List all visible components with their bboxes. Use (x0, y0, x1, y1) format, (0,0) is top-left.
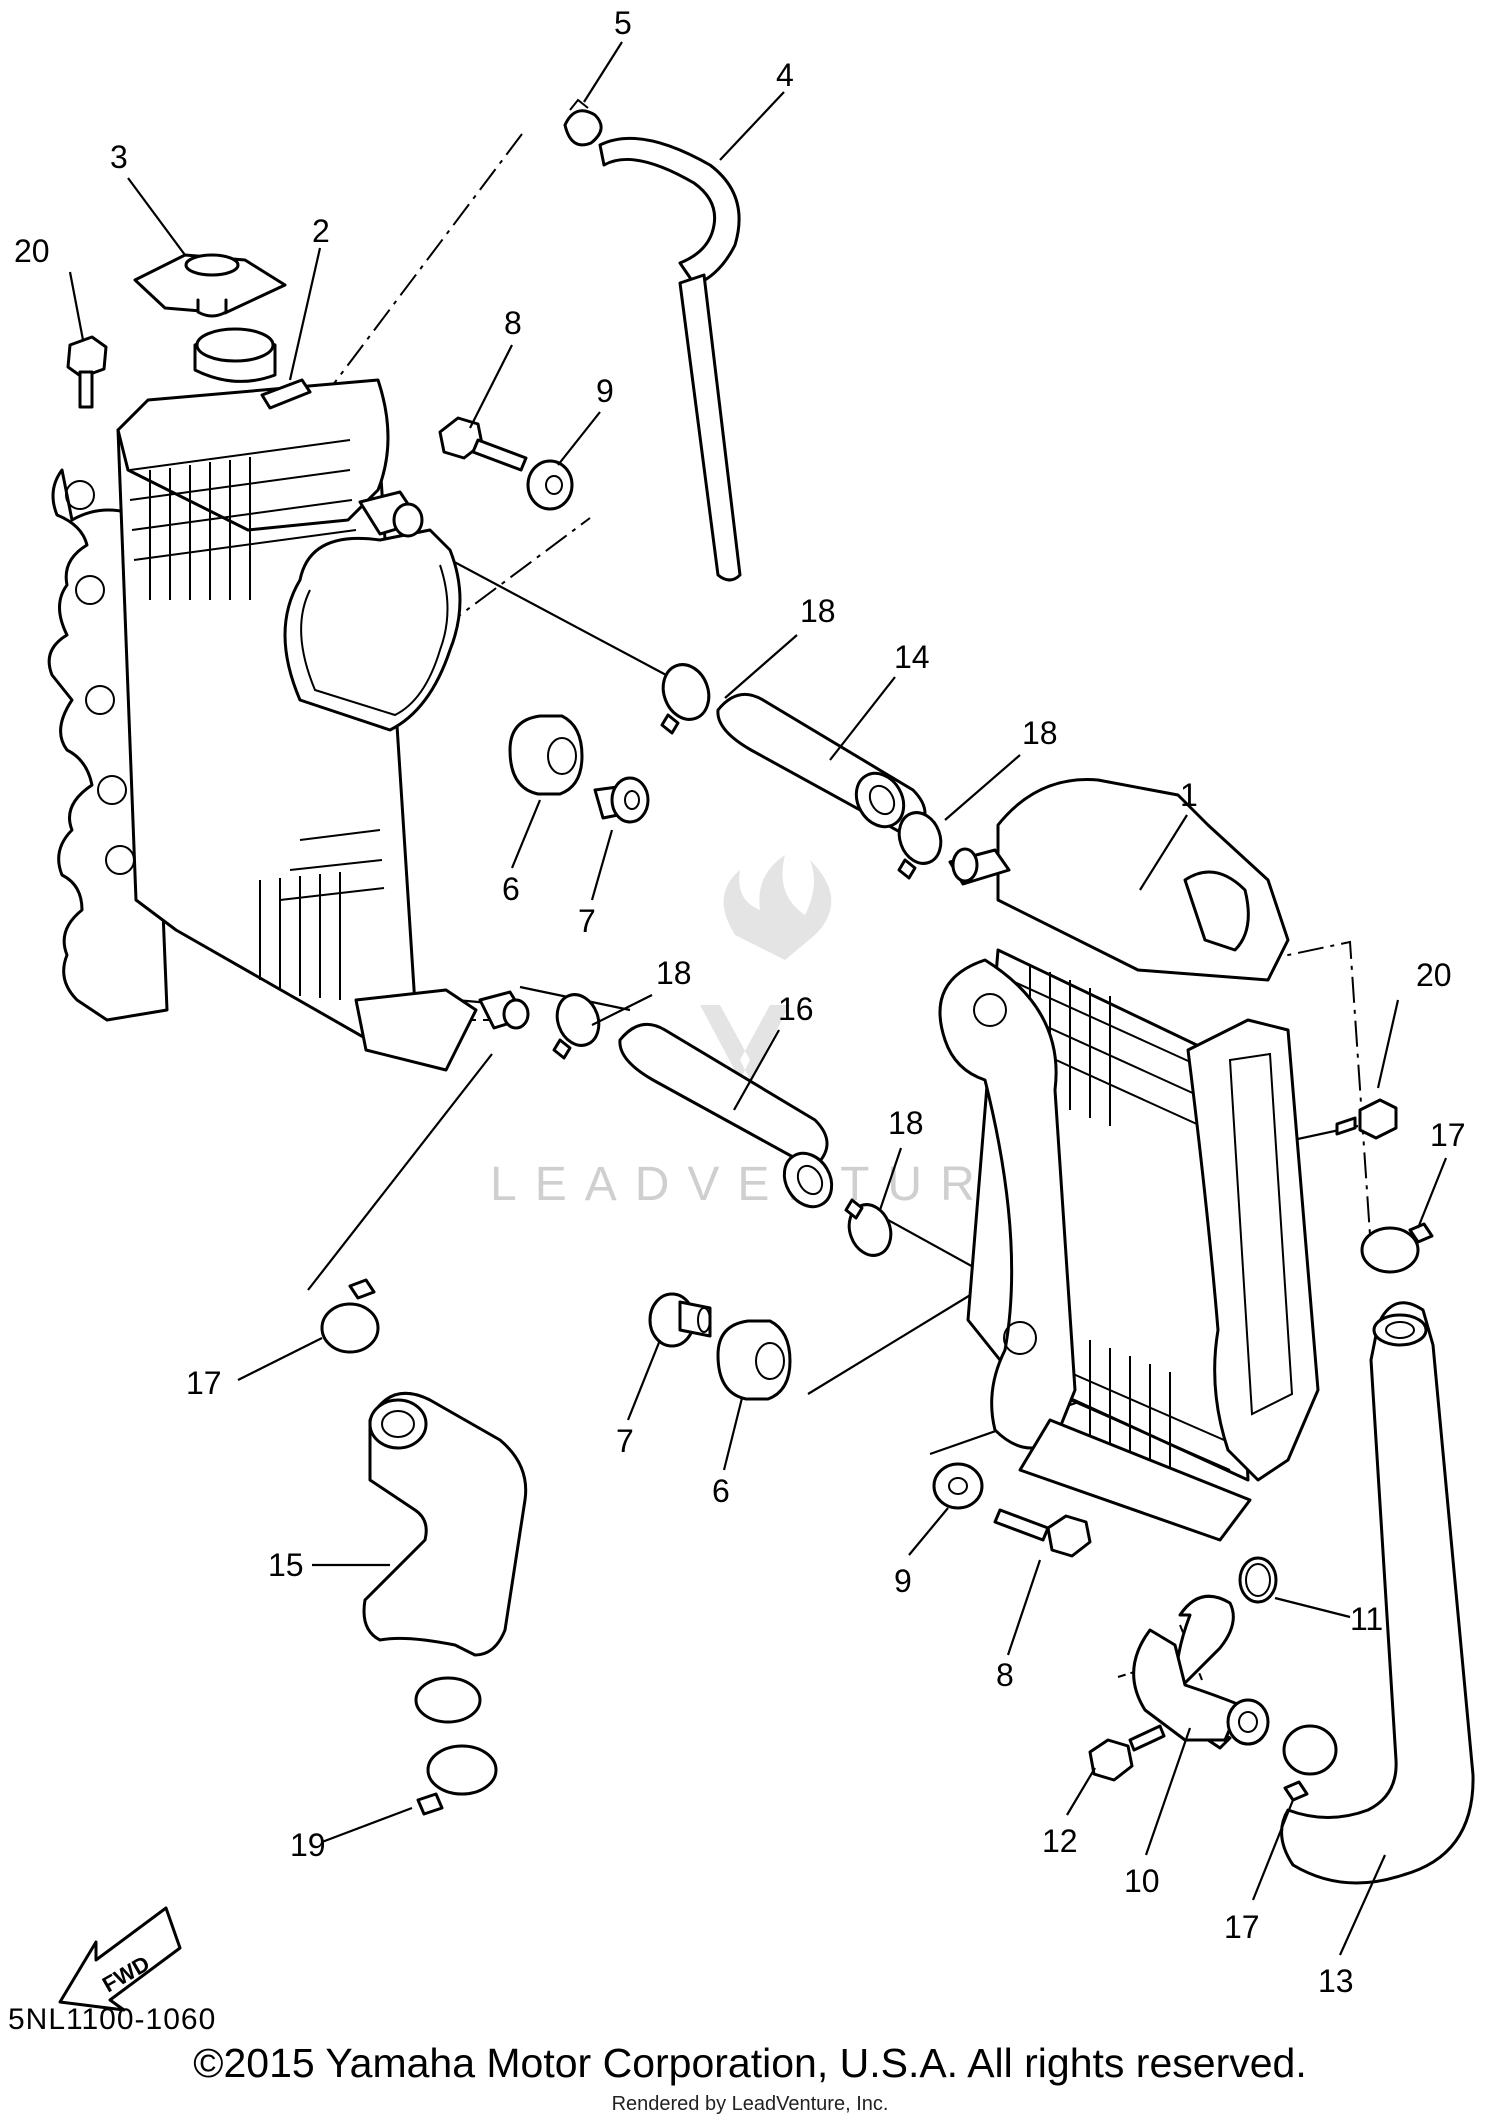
callout-19: 19 (290, 1827, 326, 1863)
callout-20: 20 (1416, 957, 1452, 993)
callout-1: 1 (1180, 777, 1198, 813)
bolt-12 (1088, 1724, 1166, 1782)
clip-5 (563, 98, 603, 147)
bolt-20-right (1335, 1098, 1398, 1140)
lower-hose-16 (618, 1022, 834, 1209)
radiator-cap (133, 253, 287, 318)
outlet-elbow-10 (1132, 1594, 1270, 1750)
upper-hose-14 (716, 692, 927, 840)
left-radiator (47, 327, 530, 1072)
hose-clamp-17-upper-right (1360, 1222, 1434, 1274)
callout-13: 13 (1318, 1963, 1354, 1999)
watermark: LEADVENTURE (490, 855, 1043, 1211)
watermark-text: LEADVENTURE (490, 1158, 1043, 1211)
callout-5: 5 (614, 5, 632, 41)
callout-12: 12 (1042, 1823, 1078, 1859)
callout-17: 17 (1430, 1117, 1466, 1153)
callout-9: 9 (596, 373, 614, 409)
hose-clamp-18-a (660, 663, 711, 735)
diagram-code: 5NL1100-1060 (8, 2003, 217, 2036)
copyright-notice: ©2015 Yamaha Motor Corporation, U.S.A. A… (193, 2040, 1307, 2086)
hose-15 (362, 1391, 528, 1724)
callout-20: 20 (14, 233, 50, 269)
callout-4: 4 (776, 57, 794, 93)
hose-clamp-18-d (844, 1198, 893, 1257)
callout-17: 17 (186, 1365, 222, 1401)
collar-7-lower (648, 1292, 712, 1348)
hose-clamp-18-c (552, 993, 601, 1060)
callout-6: 6 (712, 1473, 730, 1509)
hose-clamp-18-b (897, 811, 943, 880)
callout-8: 8 (504, 305, 522, 341)
rendered-by-notice: Rendered by LeadVenture, Inc. (611, 2093, 889, 2115)
hose-clamp-17-lower-right (1282, 1724, 1338, 1802)
callout-6: 6 (502, 871, 520, 907)
callout-2: 2 (312, 213, 330, 249)
callout-14: 14 (894, 639, 930, 675)
fwd-arrow-icon: FWD (58, 1906, 182, 2012)
grommet-6-lower (716, 1319, 792, 1401)
callout-9: 9 (894, 1563, 912, 1599)
callout-3: 3 (110, 139, 128, 175)
callout-17: 17 (1224, 1909, 1260, 1945)
callout-15: 15 (268, 1547, 304, 1583)
callout-18: 18 (888, 1105, 924, 1141)
right-radiator (938, 778, 1320, 1542)
callout-18: 18 (656, 955, 692, 991)
callout-16: 16 (778, 991, 814, 1027)
grommet-6-upper (508, 714, 584, 796)
callout-18: 18 (800, 593, 836, 629)
callout-18: 18 (1022, 715, 1058, 751)
hose-clamp-17-left (320, 1278, 380, 1354)
washer-9-upper (526, 459, 574, 511)
callout-11: 11 (1350, 1601, 1383, 1637)
hose-13 (1280, 1301, 1475, 1885)
bolt-8-lower (993, 1508, 1092, 1558)
washer-9-lower (932, 1462, 984, 1510)
bolt-20-left (66, 335, 108, 409)
left-radiator-upper-spigot (358, 490, 424, 538)
o-ring-11 (1238, 1556, 1278, 1604)
callouts: 5 4 3 2 20 8 9 18 14 18 1 6 7 18 16 20 1… (14, 5, 1466, 1999)
overflow-hose-4 (598, 136, 742, 582)
right-radiator-left-plate (938, 958, 1077, 1450)
callout-8: 8 (996, 1657, 1014, 1693)
callout-7: 7 (616, 1423, 634, 1459)
left-radiator-lower-spigot (478, 990, 530, 1030)
bolt-8-upper (438, 416, 528, 472)
right-radiator-right-plate (1186, 1018, 1320, 1482)
callout-7: 7 (578, 903, 596, 939)
callout-10: 10 (1124, 1863, 1160, 1899)
right-radiator-tank (996, 778, 1290, 982)
collar-7-upper (593, 776, 650, 824)
leadventure-logo-mark (700, 855, 832, 1080)
hose-clamp-19 (416, 1744, 498, 1816)
left-radiator-fins (129, 439, 385, 1000)
left-radiator-side-plate (283, 528, 462, 732)
